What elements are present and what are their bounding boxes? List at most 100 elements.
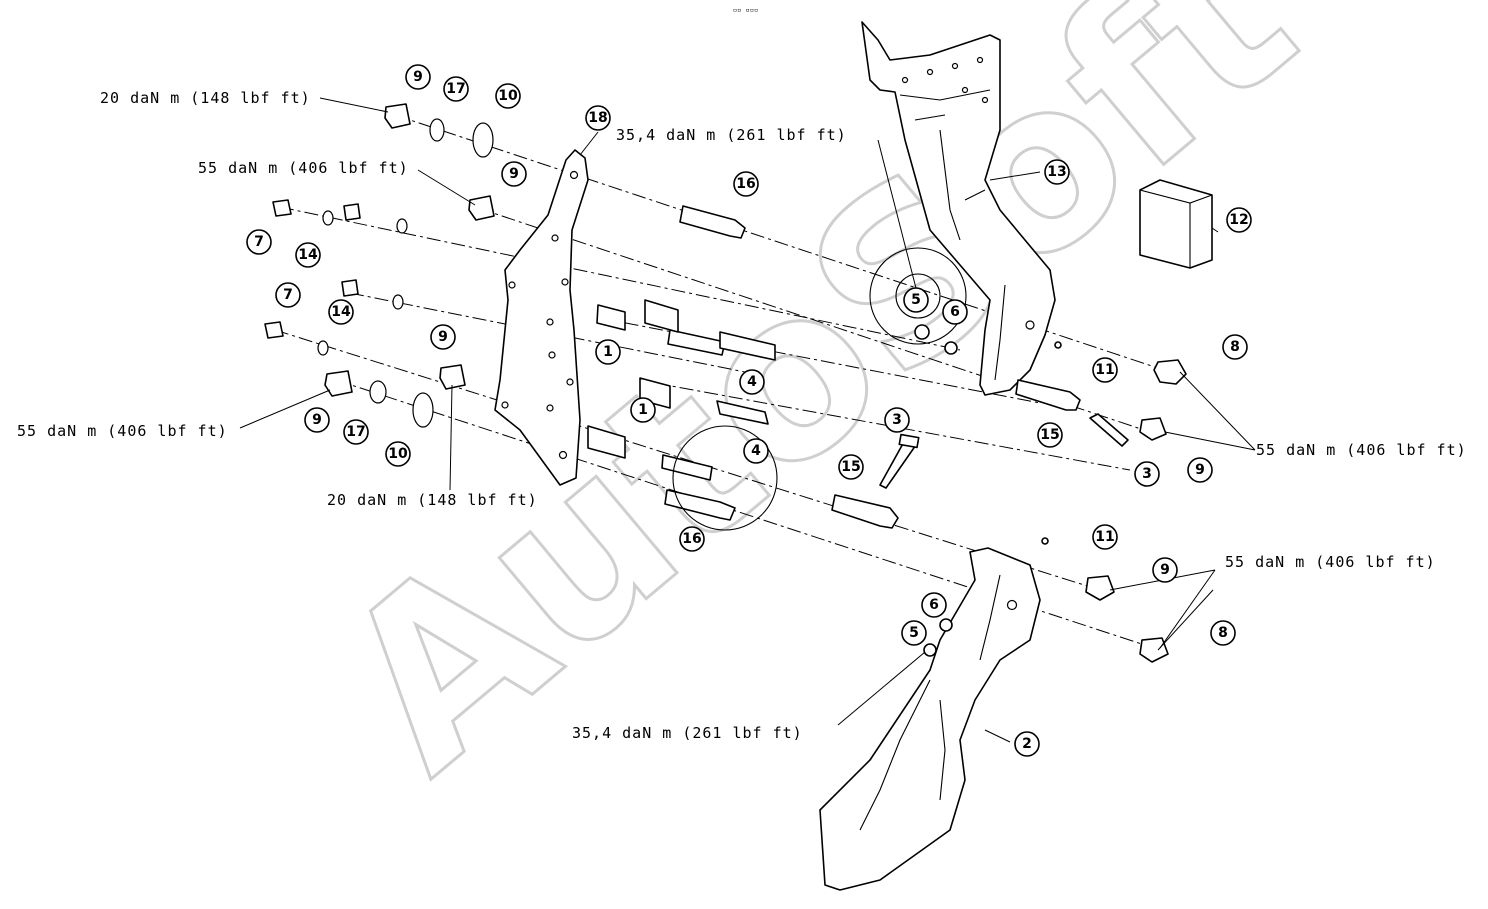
balloon: 16 <box>733 171 759 197</box>
axis-line-6 <box>335 379 1161 651</box>
item-balloons: 9 17 10 18 9 16 13 12 7 14 7 14 5 6 9 8 … <box>246 64 1252 757</box>
svg-text:13: 13 <box>1047 164 1066 180</box>
svg-text:9: 9 <box>509 166 519 182</box>
balloon: 9 <box>430 324 456 350</box>
svg-text:14: 14 <box>331 304 351 320</box>
pins <box>664 205 1081 529</box>
torque-label-55-right-upper: 55 daN m (406 lbf ft) <box>1256 441 1467 459</box>
balloon: 4 <box>743 438 769 464</box>
torque-label-35-bottom: 35,4 daN m (261 lbf ft) <box>572 724 803 742</box>
balloon: 6 <box>942 299 968 325</box>
svg-text:15: 15 <box>1040 427 1059 443</box>
balloon: 17 <box>343 419 369 445</box>
balloon: 7 <box>275 282 301 308</box>
svg-text:10: 10 <box>498 88 518 104</box>
balloon: 9 <box>405 64 431 90</box>
svg-text:8: 8 <box>1218 625 1228 641</box>
balloon: 2 <box>1014 731 1040 757</box>
balloon: 13 <box>1044 159 1070 185</box>
torque-label-55-upper: 55 daN m (406 lbf ft) <box>198 159 409 177</box>
svg-text:16: 16 <box>736 176 755 192</box>
mounting-plate <box>494 149 589 486</box>
balloon: 3 <box>1134 461 1160 487</box>
svg-text:7: 7 <box>283 287 293 303</box>
svg-text:17: 17 <box>446 81 465 97</box>
spacer-block <box>1139 179 1213 269</box>
balloon: 16 <box>679 526 705 552</box>
balloon: 8 <box>1210 620 1236 646</box>
torque-label-55-left: 55 daN m (406 lbf ft) <box>17 422 228 440</box>
balloon: 1 <box>595 339 621 365</box>
svg-text:6: 6 <box>929 597 939 613</box>
balloon: 9 <box>1187 457 1213 483</box>
balloon: 7 <box>246 229 272 255</box>
svg-text:4: 4 <box>747 374 757 390</box>
balloon: 14 <box>328 299 354 325</box>
fasteners <box>264 103 1187 663</box>
svg-text:3: 3 <box>1142 466 1152 482</box>
torque-labels: 20 daN m (148 lbf ft) 55 daN m (406 lbf … <box>17 89 1467 742</box>
balloon: 1 <box>630 397 656 423</box>
balloon: 5 <box>903 287 929 313</box>
balloon: 5 <box>901 620 927 646</box>
balloon: 14 <box>295 242 321 268</box>
balloon: 10 <box>495 83 521 109</box>
svg-text:9: 9 <box>1195 462 1205 478</box>
axis-line-4 <box>274 329 1101 591</box>
svg-text:1: 1 <box>638 402 648 418</box>
torque-label-20-top: 20 daN m (148 lbf ft) <box>100 89 311 107</box>
bolts <box>661 329 1129 489</box>
svg-text:9: 9 <box>1160 562 1170 578</box>
torque-label-20-bottom: 20 daN m (148 lbf ft) <box>327 491 538 509</box>
svg-text:16: 16 <box>682 531 701 547</box>
balloon: 11 <box>1092 524 1118 550</box>
svg-text:6: 6 <box>950 304 960 320</box>
svg-text:18: 18 <box>588 110 607 126</box>
balloon: 8 <box>1222 334 1248 360</box>
upper-bracket <box>861 21 1056 396</box>
svg-text:2: 2 <box>1022 736 1032 752</box>
sleeves <box>587 299 679 459</box>
svg-text:3: 3 <box>892 412 902 428</box>
balloon: 17 <box>443 76 469 102</box>
torque-label-55-right-lower: 55 daN m (406 lbf ft) <box>1225 553 1436 571</box>
svg-text:7: 7 <box>254 234 264 250</box>
svg-text:10: 10 <box>388 446 408 462</box>
balloon: 6 <box>921 592 947 618</box>
svg-text:4: 4 <box>751 443 761 459</box>
axis-line-8 <box>654 382 1131 471</box>
watermark: AutoSoft <box>292 0 1343 824</box>
balloon: 3 <box>884 407 910 433</box>
svg-text:9: 9 <box>413 69 423 85</box>
balloon: 15 <box>838 454 864 480</box>
svg-text:8: 8 <box>1230 339 1240 355</box>
svg-text:5: 5 <box>911 292 921 308</box>
balloon: 18 <box>585 105 611 131</box>
balloon: 9 <box>1152 557 1178 583</box>
svg-text:15: 15 <box>841 459 860 475</box>
lower-bracket <box>819 547 1041 891</box>
svg-text:17: 17 <box>346 424 365 440</box>
balloon: 15 <box>1037 422 1063 448</box>
svg-text:1: 1 <box>603 344 613 360</box>
balloon: 9 <box>501 161 527 187</box>
axis-line-3 <box>279 206 961 351</box>
svg-text:5: 5 <box>909 625 919 641</box>
watermark-text: AutoSoft <box>294 0 1342 822</box>
balloon: 4 <box>739 369 765 395</box>
balloon: 11 <box>1092 357 1118 383</box>
svg-text:14: 14 <box>298 247 318 263</box>
balloon: 12 <box>1226 207 1252 233</box>
balloon: 10 <box>385 441 411 467</box>
svg-text:11: 11 <box>1095 362 1114 378</box>
svg-text:9: 9 <box>312 412 322 428</box>
balloon: 9 <box>304 407 330 433</box>
svg-text:11: 11 <box>1095 529 1114 545</box>
svg-text:12: 12 <box>1229 212 1248 228</box>
leader-lines <box>239 97 1256 743</box>
figure-id: ▫▫ ▫▫▫ <box>733 6 758 14</box>
torque-label-35-top: 35,4 daN m (261 lbf ft) <box>616 126 847 144</box>
axis-line-2 <box>477 207 1151 433</box>
svg-text:9: 9 <box>438 329 448 345</box>
